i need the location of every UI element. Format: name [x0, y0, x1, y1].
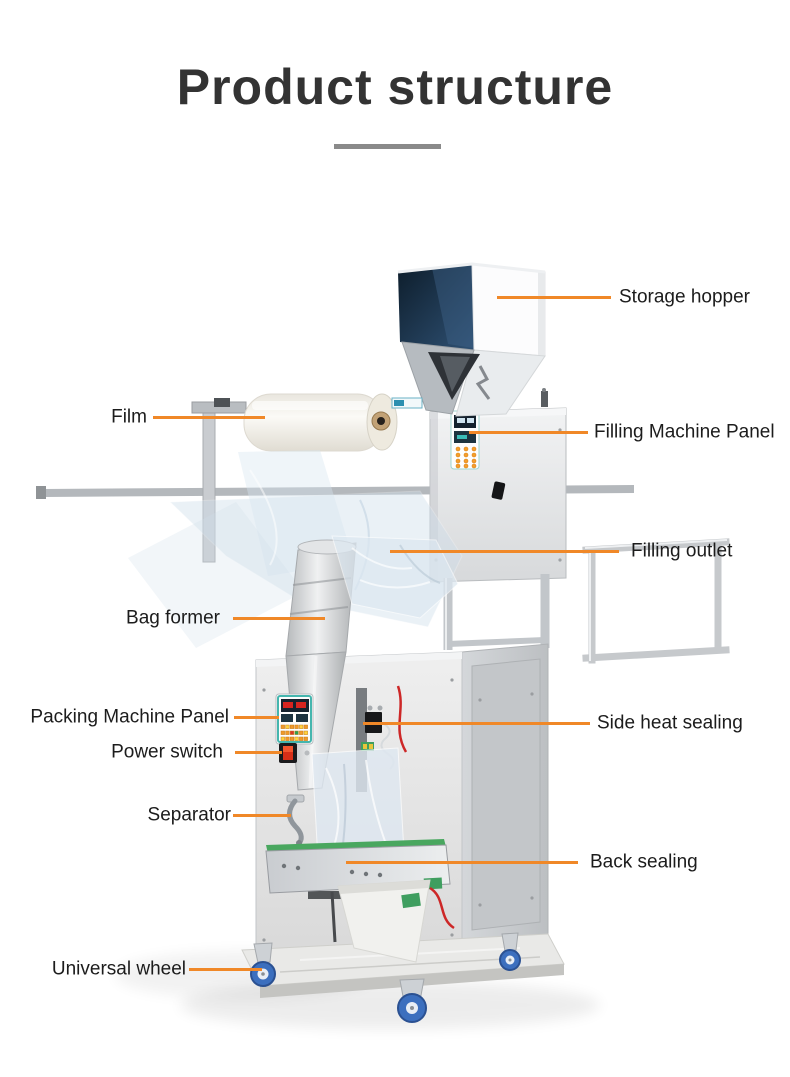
film-roll	[243, 393, 423, 452]
leader-line	[233, 617, 325, 620]
bag-former-tube	[285, 539, 357, 791]
page-title: Product structure	[176, 59, 614, 115]
callout-label: Filling Machine Panel	[594, 421, 775, 443]
callout-label: Packing Machine Panel	[30, 706, 229, 728]
leader-line	[363, 722, 590, 725]
callout-label: Power switch	[111, 741, 223, 763]
callout-label: Film	[111, 406, 147, 428]
filling-outlet-bag	[331, 535, 459, 619]
leader-line	[390, 550, 619, 553]
callout-label: Side heat sealing	[597, 712, 743, 734]
filling-machine-panel-shape	[450, 410, 480, 470]
hopper-funnel	[401, 341, 546, 417]
callout-label: Universal wheel	[51, 958, 186, 980]
power-switch-shape	[279, 743, 310, 763]
leader-line	[153, 416, 265, 419]
leader-line	[234, 716, 279, 719]
leader-line	[469, 431, 588, 434]
back-seal-bar	[265, 839, 455, 943]
support-frame	[582, 538, 730, 664]
leader-line	[497, 296, 611, 299]
caster-wheel-right	[499, 932, 521, 971]
packing-machine-panel-shape	[275, 693, 314, 745]
caster-wheel-front	[397, 978, 427, 1023]
title-underline	[334, 144, 441, 149]
leader-line	[235, 751, 282, 754]
callout-label: Storage hopper	[619, 286, 750, 308]
discharge-chute	[337, 879, 431, 963]
callout-label: Back sealing	[590, 851, 698, 873]
leader-line	[189, 968, 262, 971]
callout-label: Separator	[147, 804, 231, 826]
storage-hopper-shape	[397, 262, 546, 357]
leader-line	[346, 861, 578, 864]
callout-label: Filling outlet	[631, 540, 733, 562]
filling-stand-legs	[443, 574, 550, 650]
callout-label: Bag former	[126, 607, 220, 629]
leader-line	[233, 814, 291, 817]
